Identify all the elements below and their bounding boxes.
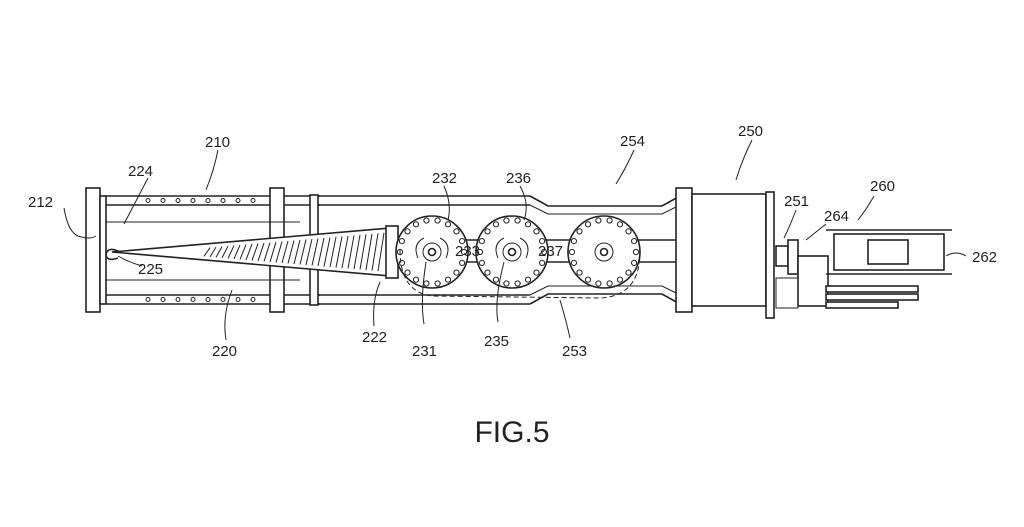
label-251: 251 — [784, 193, 809, 210]
label-236: 236 — [506, 170, 531, 187]
label-222: 222 — [362, 329, 387, 346]
hole — [236, 298, 240, 302]
label-232: 232 — [432, 170, 457, 187]
hole — [221, 298, 225, 302]
label-224: 224 — [128, 163, 153, 180]
hole — [146, 298, 150, 302]
label-225: 225 — [138, 261, 163, 278]
hole — [191, 298, 195, 302]
label-262: 262 — [972, 249, 997, 266]
hole — [176, 199, 180, 203]
label-260: 260 — [870, 178, 895, 195]
label-254: 254 — [620, 133, 645, 150]
barrel-holes-bottom — [146, 298, 255, 302]
hole — [206, 199, 210, 203]
hole — [251, 298, 255, 302]
label-231: 231 — [412, 343, 437, 360]
hole — [146, 199, 150, 203]
hole — [251, 199, 255, 203]
label-250: 250 — [738, 123, 763, 140]
motor-250 — [676, 188, 774, 318]
hole — [236, 199, 240, 203]
label-220: 220 — [212, 343, 237, 360]
coupler-251 — [776, 240, 828, 308]
label-233: 233 — [455, 243, 480, 260]
label-264: 264 — [824, 208, 849, 225]
label-210: 210 — [205, 134, 230, 151]
hook-225 — [106, 249, 120, 259]
sprocket — [568, 216, 640, 288]
hole — [191, 199, 195, 203]
label-212: 212 — [28, 194, 53, 211]
end-cap-212 — [86, 188, 106, 312]
sprocket-gears — [396, 216, 640, 288]
hole — [161, 199, 165, 203]
barrel-holes-top — [146, 199, 255, 203]
hole — [221, 199, 225, 203]
label-253: 253 — [562, 343, 587, 360]
figure-caption: FIG.5 — [474, 416, 549, 449]
label-235: 235 — [484, 333, 509, 350]
hole — [206, 298, 210, 302]
hole — [176, 298, 180, 302]
plate-assembly-260 — [826, 230, 952, 308]
hole — [161, 298, 165, 302]
label-237: 237 — [538, 243, 563, 260]
